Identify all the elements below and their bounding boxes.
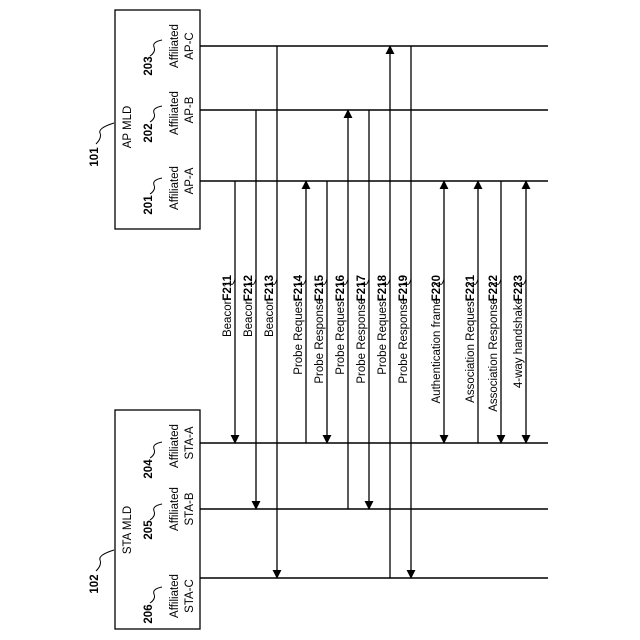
message-id-f220: F220 bbox=[431, 275, 443, 301]
sta-mld-ref: 102 bbox=[89, 574, 101, 593]
message-id-f213: F213 bbox=[264, 275, 276, 301]
sta-affiliate-a-line2: STA-A bbox=[184, 426, 196, 459]
message-id-f219: F219 bbox=[398, 275, 410, 301]
message-f218: Probe RequestF218 bbox=[377, 46, 390, 578]
message-label-f216: Probe Request bbox=[335, 297, 347, 375]
ap-affiliate-b-line2: AP-B bbox=[184, 96, 196, 123]
message-id-f216: F216 bbox=[335, 275, 347, 301]
message-f221: Association RequestF221 bbox=[465, 181, 478, 443]
ap-affiliate-c-line2: AP-C bbox=[184, 32, 196, 59]
sta-affiliate-c-ref: 206 bbox=[143, 604, 155, 623]
sta-mld-ref-leader bbox=[96, 550, 114, 571]
ap-affiliate-b-ref: 202 bbox=[143, 123, 155, 142]
sta-affiliate-a-ref: 204 bbox=[143, 459, 155, 479]
ap-affiliate-a-line2: AP-A bbox=[184, 167, 196, 194]
message-label-f219: Probe Response bbox=[398, 298, 410, 384]
message-f212: BeaconF212 bbox=[243, 110, 256, 509]
message-f222: Association ResponseF222 bbox=[488, 181, 501, 443]
message-id-f218: F218 bbox=[377, 274, 389, 301]
sta-affiliate-b-ref: 205 bbox=[143, 520, 155, 540]
sta-affiliate-c-line2: STA-C bbox=[184, 579, 196, 613]
message-label-f215: Probe Response bbox=[314, 298, 326, 384]
message-id-f214: F214 bbox=[293, 274, 305, 301]
ap-mld-ref-leader bbox=[96, 123, 114, 144]
message-label-f213: Beacon bbox=[264, 298, 276, 337]
ap-affiliate-c-line1: Affiliated bbox=[169, 24, 181, 68]
message-id-f221: F221 bbox=[465, 274, 477, 301]
ap-mld-title: AP MLD bbox=[122, 106, 134, 149]
message-f216: Probe RequestF216 bbox=[335, 110, 348, 509]
message-id-f217: F217 bbox=[356, 275, 368, 301]
message-label-f214: Probe Request bbox=[293, 297, 305, 375]
message-label-f221: Association Request bbox=[465, 297, 477, 403]
ap-affiliate-c-ref: 203 bbox=[143, 56, 155, 75]
ap-affiliate-a-ref: 201 bbox=[143, 195, 155, 215]
sta-affiliate-a-line1: Affiliated bbox=[169, 424, 181, 468]
sta-affiliate-b-line1: Affiliated bbox=[169, 487, 181, 531]
message-label-f220: Authentication frame bbox=[431, 298, 443, 403]
message-f217: Probe ResponseF217 bbox=[356, 110, 369, 509]
ap-mld-ref: 101 bbox=[89, 147, 101, 167]
message-id-f223: F223 bbox=[513, 275, 525, 301]
message-f219: Probe ResponseF219 bbox=[398, 46, 411, 578]
message-label-f223: 4-way handshake bbox=[513, 298, 525, 388]
message-f211: BeaconF211 bbox=[222, 181, 235, 443]
sta-affiliate-c-line1: Affiliated bbox=[169, 574, 181, 618]
message-id-f222: F222 bbox=[488, 275, 500, 301]
message-f220: Authentication frameF220 bbox=[431, 181, 444, 443]
message-f214: Probe RequestF214 bbox=[293, 181, 306, 443]
message-label-f217: Probe Response bbox=[356, 298, 368, 384]
ap-affiliate-a-line1: Affiliated bbox=[169, 166, 181, 210]
ap-affiliate-b-line1: Affiliated bbox=[169, 91, 181, 135]
message-flows: BeaconF211BeaconF212BeaconF213Probe Requ… bbox=[222, 46, 526, 578]
message-f213: BeaconF213 bbox=[264, 46, 277, 578]
sta-affiliate-b-line2: STA-B bbox=[184, 492, 196, 525]
message-label-f212: Beacon bbox=[243, 298, 255, 337]
message-label-f222: Association Response bbox=[488, 298, 500, 412]
message-f223: 4-way handshakeF223 bbox=[513, 181, 526, 443]
message-id-f211: F211 bbox=[222, 274, 234, 300]
message-id-f212: F212 bbox=[243, 275, 255, 301]
message-label-f211: Beacon bbox=[222, 298, 234, 337]
message-label-f218: Probe Request bbox=[377, 297, 389, 375]
message-id-f215: F215 bbox=[314, 274, 326, 301]
message-f215: Probe ResponseF215 bbox=[314, 181, 327, 443]
sta-mld-title: STA MLD bbox=[122, 506, 134, 554]
